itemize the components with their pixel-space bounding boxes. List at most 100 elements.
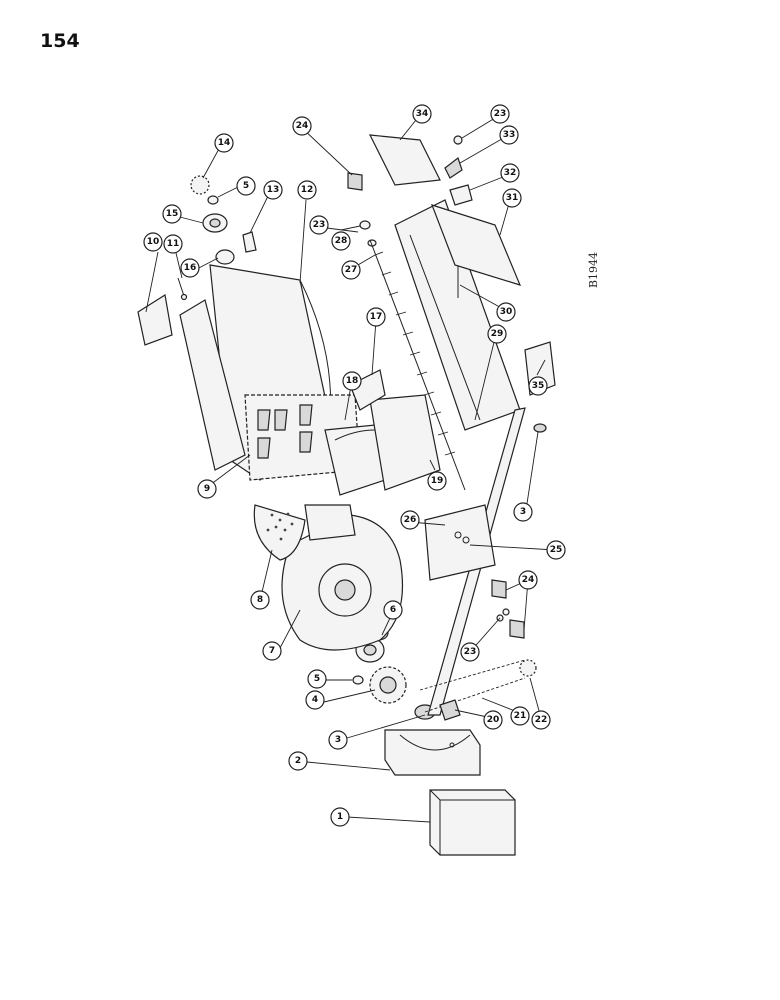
callout-2: 2 (288, 751, 308, 771)
callout-21: 21 (510, 706, 530, 726)
svg-text:23: 23 (464, 647, 477, 657)
callout-16: 16 (180, 258, 200, 278)
part-31-plate (430, 204, 522, 286)
svg-text:22: 22 (535, 715, 548, 725)
callout-30: 30 (496, 302, 516, 322)
callout-31: 31 (502, 188, 522, 208)
callout-1: 1 (330, 807, 350, 827)
callout-14: 14 (214, 133, 234, 153)
part-17-deflector (349, 369, 386, 411)
callout-28: 28 (331, 231, 351, 251)
svg-text:2: 2 (295, 756, 301, 766)
svg-text:33: 33 (503, 130, 516, 140)
svg-text:19: 19 (431, 476, 444, 486)
callout-4: 4 (305, 690, 325, 710)
svg-text:7: 7 (269, 646, 275, 656)
part-2-bracket (384, 729, 481, 776)
svg-text:30: 30 (500, 307, 513, 317)
part-15-flange (202, 213, 228, 233)
svg-text:13: 13 (267, 185, 280, 195)
svg-text:3: 3 (520, 507, 526, 517)
callout-8: 8 (250, 590, 270, 610)
part-3-link (533, 423, 547, 433)
part-7-fan-housing (281, 514, 403, 651)
svg-text:12: 12 (301, 185, 314, 195)
figure-code: B1944 (587, 252, 600, 288)
callout-5: 5 (236, 176, 256, 196)
part-33-lever (444, 157, 463, 179)
callout-20: 20 (483, 710, 503, 730)
callout-34: 34 (412, 104, 432, 124)
callout-3: 3 (513, 502, 533, 522)
svg-text:29: 29 (491, 329, 504, 339)
callout-29: 29 (487, 324, 507, 344)
part-28-nut (359, 220, 377, 247)
svg-text:24: 24 (296, 121, 309, 131)
part-5-washer-upper (207, 195, 219, 205)
part-26-plate (424, 504, 496, 581)
callout-5: 5 (307, 669, 327, 689)
part-24-block-lower (491, 579, 525, 639)
callout-24: 24 (518, 570, 538, 590)
callout-10: 10 (143, 232, 163, 252)
part-34-shield (368, 134, 441, 186)
callout-6: 6 (383, 600, 403, 620)
svg-text:20: 20 (487, 715, 500, 725)
svg-text:31: 31 (506, 193, 519, 203)
svg-text:8: 8 (257, 595, 263, 605)
svg-text:26: 26 (404, 515, 417, 525)
svg-text:34: 34 (416, 109, 429, 119)
svg-text:10: 10 (147, 237, 160, 247)
svg-text:28: 28 (335, 236, 348, 246)
callout-27: 27 (341, 260, 361, 280)
svg-text:15: 15 (166, 209, 179, 219)
callout-24: 24 (292, 116, 312, 136)
callout-23: 23 (490, 104, 510, 124)
part-23-washer-upper (453, 135, 463, 145)
callout-3: 3 (328, 730, 348, 750)
svg-text:1: 1 (337, 812, 343, 822)
part-32-cam (449, 184, 473, 206)
svg-text:17: 17 (370, 312, 383, 322)
svg-text:14: 14 (218, 138, 231, 148)
svg-text:27: 27 (345, 265, 358, 275)
part-4-sprocket (369, 666, 407, 704)
svg-text:25: 25 (550, 545, 563, 555)
svg-text:5: 5 (314, 674, 320, 684)
svg-text:16: 16 (184, 263, 197, 273)
part-24-block-upper (347, 172, 363, 191)
callout-26: 26 (400, 510, 420, 530)
part-27-auger (369, 239, 466, 491)
callout-33: 33 (499, 125, 519, 145)
callout-23: 23 (460, 642, 480, 662)
svg-text:18: 18 (346, 376, 359, 386)
callout-32: 32 (500, 163, 520, 183)
svg-text:23: 23 (313, 220, 326, 230)
svg-text:4: 4 (312, 695, 318, 705)
callout-11: 11 (163, 234, 183, 254)
callout-17: 17 (366, 307, 386, 327)
svg-text:32: 32 (504, 168, 517, 178)
part-10-plate (137, 294, 173, 346)
part-19-chute (369, 394, 441, 491)
callout-19: 19 (427, 471, 447, 491)
part-16-hub (215, 249, 235, 265)
part-14-sprocket (190, 175, 210, 195)
svg-text:3: 3 (335, 735, 341, 745)
callout-12: 12 (297, 180, 317, 200)
svg-text:21: 21 (514, 711, 527, 721)
part-8-drum-end (253, 504, 356, 561)
part-22-sprocket (519, 659, 537, 677)
part-1-guard (429, 789, 516, 856)
part-13-bracket (242, 231, 257, 253)
callout-15: 15 (162, 204, 182, 224)
page-number: 154 (40, 30, 80, 52)
callout-22: 22 (531, 710, 551, 730)
callout-13: 13 (263, 180, 283, 200)
svg-text:5: 5 (243, 181, 249, 191)
svg-text:6: 6 (390, 605, 396, 615)
callout-9: 9 (197, 479, 217, 499)
svg-text:23: 23 (494, 109, 507, 119)
part-5-washer-lower (352, 675, 364, 685)
